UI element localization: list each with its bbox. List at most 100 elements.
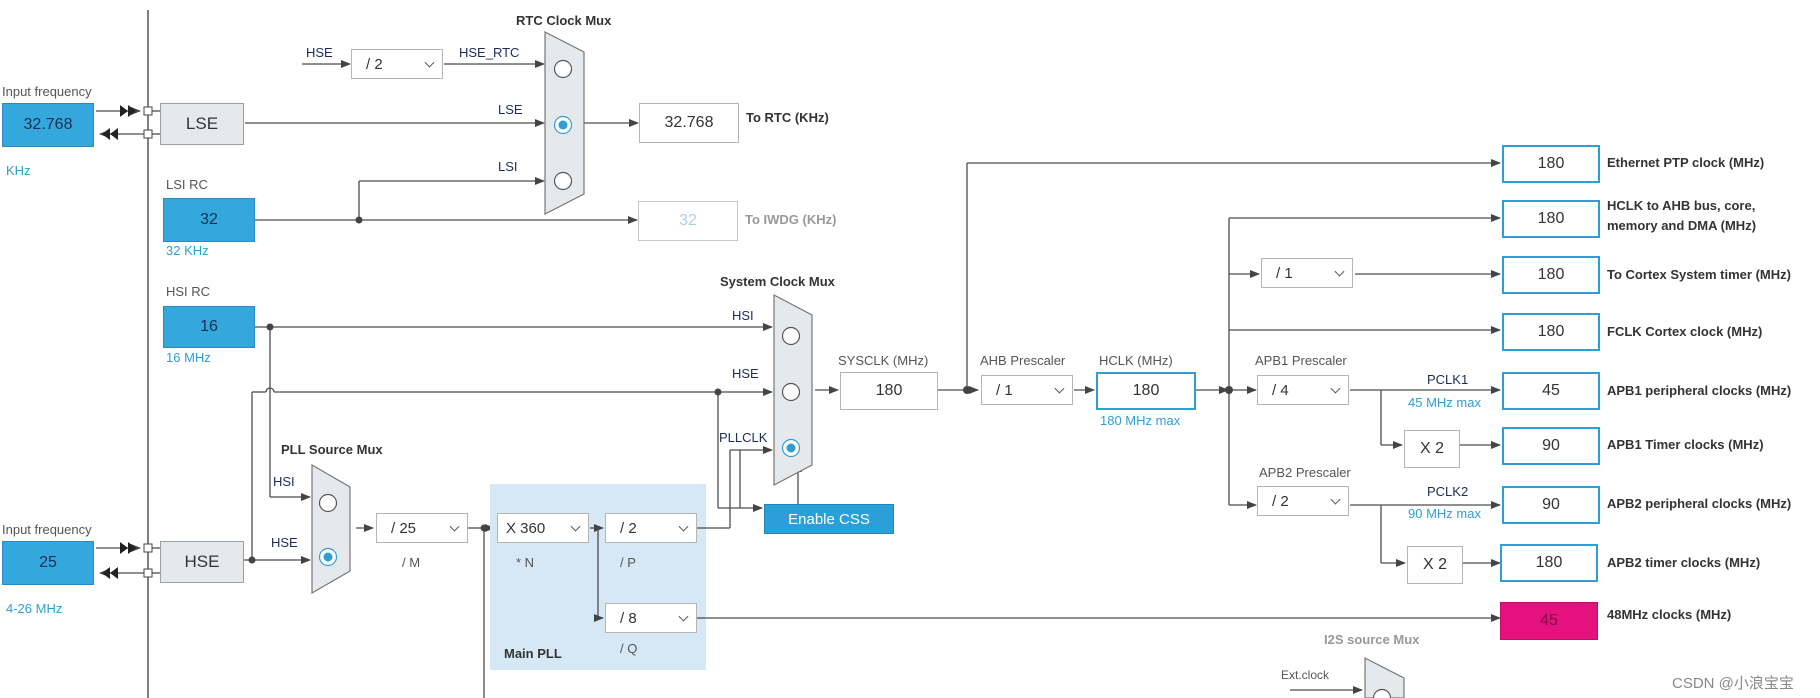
apb1-peripheral-clocks-value[interactable]: 45 bbox=[1502, 372, 1600, 410]
pll-q-divider-value: / 8 bbox=[620, 609, 637, 627]
hse-input-frequency[interactable]: 25 bbox=[2, 541, 94, 585]
hse-input-label: Input frequency bbox=[2, 522, 92, 537]
ahb-prescaler-value: / 1 bbox=[996, 381, 1013, 399]
apb2-timer-multiplier: X 2 bbox=[1407, 546, 1463, 584]
rtc-hse-divider-select[interactable]: / 2 bbox=[351, 49, 443, 79]
pclk1-max-label: 45 MHz max bbox=[1408, 395, 1481, 410]
sysclk-label: SYSCLK (MHz) bbox=[838, 353, 929, 368]
chevron-down-icon bbox=[1334, 266, 1345, 277]
pll-m-divider-value: / 25 bbox=[391, 519, 417, 537]
lse-input-frequency[interactable]: 32.768 bbox=[2, 103, 94, 147]
hsi-rc-unit: 16 MHz bbox=[166, 350, 211, 365]
iwdg-output-value: 32 bbox=[638, 201, 738, 241]
cortex-timer-divider-select[interactable]: / 1 bbox=[1261, 258, 1353, 288]
chevron-down-icon bbox=[1330, 383, 1341, 394]
sysmux-hse-label: HSE bbox=[732, 366, 759, 381]
pll-n-multiplier-value: X 360 bbox=[506, 519, 546, 537]
clock-48mhz-label: 48MHz clocks (MHz) bbox=[1607, 607, 1732, 622]
lsi-rc-unit: 32 KHz bbox=[166, 243, 209, 258]
chevron-down-icon bbox=[1330, 494, 1341, 505]
ahb-prescaler-label: AHB Prescaler bbox=[980, 353, 1066, 368]
rtc-hse-label: HSE bbox=[306, 45, 333, 60]
rtc-lsi-label: LSI bbox=[498, 159, 518, 174]
pclk2-label: PCLK2 bbox=[1427, 484, 1469, 499]
i2s-ext-clock-label: Ext.clock bbox=[1281, 668, 1330, 682]
pll-source-mux-shape bbox=[311, 463, 351, 595]
pclk1-label: PCLK1 bbox=[1427, 372, 1469, 387]
cortex-system-timer-value[interactable]: 180 bbox=[1502, 256, 1600, 294]
sysclk-value[interactable]: 180 bbox=[840, 372, 938, 410]
apb2-timer-clocks-value[interactable]: 180 bbox=[1500, 544, 1598, 582]
pll-q-label: / Q bbox=[620, 641, 638, 656]
hclk-label: HCLK (MHz) bbox=[1099, 353, 1173, 368]
pll-p-label: / P bbox=[620, 555, 636, 570]
pll-n-label: * N bbox=[516, 555, 535, 570]
chevron-down-icon bbox=[449, 521, 460, 532]
system-clock-mux-title: System Clock Mux bbox=[720, 274, 835, 289]
apb2-prescaler-value: / 2 bbox=[1272, 492, 1289, 510]
cortex-system-timer-label: To Cortex System timer (MHz) bbox=[1607, 267, 1791, 282]
rtc-output-label: To RTC (KHz) bbox=[746, 110, 829, 125]
rtc-hse-divider-value: / 2 bbox=[366, 55, 383, 73]
lsi-rc-label: LSI RC bbox=[166, 177, 208, 192]
apb1-timer-multiplier: X 2 bbox=[1404, 430, 1460, 468]
enable-css-button[interactable]: Enable CSS bbox=[764, 504, 894, 534]
apb1-prescaler-label: APB1 Prescaler bbox=[1255, 353, 1347, 368]
pll-p-divider-select[interactable]: / 2 bbox=[605, 513, 697, 543]
apb2-peripheral-clocks-value[interactable]: 90 bbox=[1502, 486, 1600, 524]
apb2-peripheral-clocks-label: APB2 peripheral clocks (MHz) bbox=[1607, 496, 1792, 511]
ethernet-ptp-clock-value[interactable]: 180 bbox=[1502, 145, 1600, 183]
rtc-hse-rtc-label: HSE_RTC bbox=[459, 45, 520, 60]
hclk-ahb-label-line2: memory and DMA (MHz) bbox=[1607, 218, 1757, 233]
hsi-rc-label: HSI RC bbox=[166, 284, 211, 299]
rtc-clock-mux-title: RTC Clock Mux bbox=[516, 13, 612, 28]
i2s-source-mux-shape bbox=[1364, 657, 1405, 698]
pll-m-label: / M bbox=[402, 555, 421, 570]
watermark-text: CSDN @小浪宝宝 bbox=[1672, 675, 1794, 692]
hclk-ahb-label-line1: HCLK to AHB bus, core, bbox=[1607, 198, 1756, 213]
main-pll-label: Main PLL bbox=[504, 646, 562, 661]
apb1-prescaler-select[interactable]: / 4 bbox=[1257, 375, 1349, 405]
ethernet-ptp-clock-label: Ethernet PTP clock (MHz) bbox=[1607, 155, 1765, 170]
chevron-down-icon bbox=[424, 57, 435, 68]
rtc-lse-label: LSE bbox=[498, 102, 523, 117]
lsi-rc-value: 32 bbox=[163, 198, 255, 242]
lse-input-unit: KHz bbox=[6, 163, 31, 178]
main-pll-region bbox=[490, 484, 706, 670]
lse-box: LSE bbox=[160, 103, 244, 145]
chevron-down-icon bbox=[1054, 383, 1065, 394]
hsi-rc-value: 16 bbox=[163, 306, 255, 348]
pll-n-multiplier-select[interactable]: X 360 bbox=[497, 513, 589, 543]
sysmux-hsi-label: HSI bbox=[732, 308, 754, 323]
pclk2-max-label: 90 MHz max bbox=[1408, 506, 1481, 521]
hse-input-range: 4-26 MHz bbox=[6, 601, 63, 616]
lse-input-label: Input frequency bbox=[2, 84, 92, 99]
rtc-output-value: 32.768 bbox=[639, 103, 739, 143]
pll-hsi-label: HSI bbox=[273, 474, 295, 489]
pll-q-divider-select[interactable]: / 8 bbox=[605, 603, 697, 633]
chevron-down-icon bbox=[570, 521, 581, 532]
pll-p-divider-value: / 2 bbox=[620, 519, 637, 537]
sysmux-pllclk-label: PLLCLK bbox=[719, 430, 768, 445]
pll-m-divider-select[interactable]: / 25 bbox=[376, 513, 468, 543]
apb2-timer-clocks-label: APB2 timer clocks (MHz) bbox=[1607, 555, 1761, 570]
i2s-source-mux-title: I2S source Mux bbox=[1324, 632, 1420, 647]
fclk-cortex-value[interactable]: 180 bbox=[1502, 313, 1600, 351]
pll-hse-label: HSE bbox=[271, 535, 298, 550]
chevron-down-icon bbox=[678, 521, 689, 532]
fclk-cortex-label: FCLK Cortex clock (MHz) bbox=[1607, 324, 1763, 339]
cortex-timer-divider-value: / 1 bbox=[1276, 264, 1293, 282]
clock-48mhz-value[interactable]: 45 bbox=[1500, 602, 1598, 640]
hclk-value[interactable]: 180 bbox=[1096, 372, 1196, 410]
hclk-max-label: 180 MHz max bbox=[1100, 413, 1181, 428]
apb1-timer-clocks-label: APB1 Timer clocks (MHz) bbox=[1607, 437, 1764, 452]
iwdg-output-label: To IWDG (KHz) bbox=[745, 212, 837, 227]
apb1-timer-clocks-value[interactable]: 90 bbox=[1502, 427, 1600, 465]
apb2-prescaler-select[interactable]: / 2 bbox=[1257, 486, 1349, 516]
apb1-prescaler-value: / 4 bbox=[1272, 381, 1289, 399]
apb2-prescaler-label: APB2 Prescaler bbox=[1259, 465, 1351, 480]
ahb-prescaler-select[interactable]: / 1 bbox=[981, 375, 1073, 405]
hclk-ahb-value[interactable]: 180 bbox=[1502, 200, 1600, 238]
chevron-down-icon bbox=[678, 611, 689, 622]
